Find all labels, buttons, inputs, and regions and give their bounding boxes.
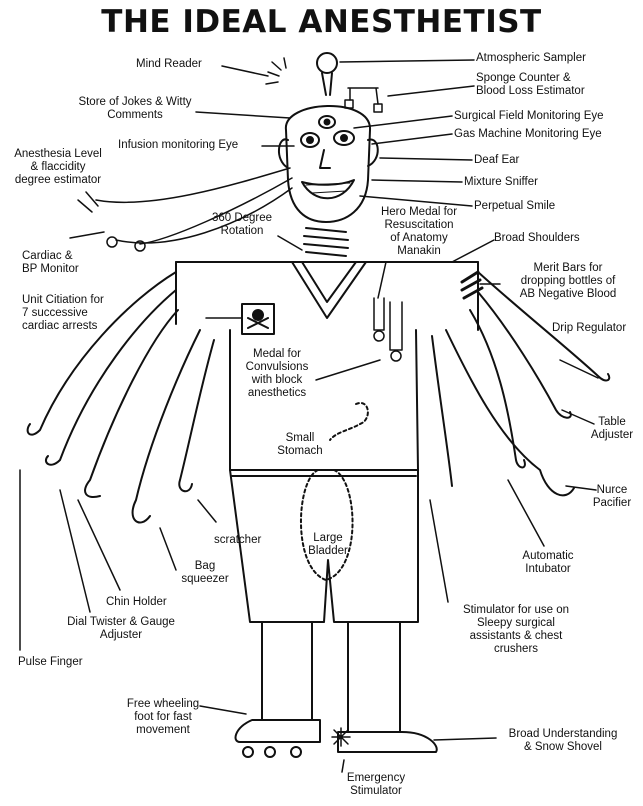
label-free-wheeling: Free wheeling foot for fast movement <box>118 698 208 737</box>
label-jokes: Store of Jokes & Witty Comments <box>62 96 208 122</box>
label-broad-understanding: Broad Understanding & Snow Shovel <box>494 728 632 754</box>
label-scratcher: scratcher <box>214 534 261 547</box>
label-cardiac-monitor: Cardiac & BP Monitor <box>22 250 79 276</box>
neck-spring <box>304 228 348 256</box>
medals <box>374 298 402 361</box>
label-hero-medal: Hero Medal for Resuscitation of Anatomy … <box>364 206 474 258</box>
label-surgical-eye: Surgical Field Monitoring Eye <box>454 110 604 123</box>
label-automatic-intubator: Automatic Intubator <box>510 550 586 576</box>
label-merit-bars: Merit Bars for dropping bottles of AB Ne… <box>498 262 638 301</box>
citation-badge <box>242 304 274 334</box>
label-large-bladder: Large Bladder <box>298 532 358 558</box>
mind-reader-sparks <box>266 58 286 84</box>
label-bag-squeezer: Bag squeezer <box>172 560 238 586</box>
label-pulse-finger: Pulse Finger <box>18 656 83 669</box>
bladder-outline <box>301 470 353 580</box>
stomach-outline <box>330 403 368 440</box>
label-rotation: 360 Degree Rotation <box>200 212 284 238</box>
antenna <box>317 53 337 95</box>
label-dial-twister: Dial Twister & Gauge Adjuster <box>50 616 192 642</box>
label-gas-eye: Gas Machine Monitoring Eye <box>454 128 602 141</box>
label-broad-shoulders: Broad Shoulders <box>494 232 580 245</box>
label-emergency-stimulator: Emergency Stimulator <box>334 772 418 798</box>
label-mind-reader: Mind Reader <box>136 58 202 71</box>
label-sponge-counter: Sponge Counter & Blood Loss Estimator <box>476 72 585 98</box>
label-deaf-ear: Deaf Ear <box>474 154 519 167</box>
label-nurse-pacifier: Nurce Pacifier <box>584 484 640 510</box>
diagram-title: THE IDEAL ANESTHETIST <box>0 4 643 40</box>
label-mixture-sniffer: Mixture Sniffer <box>464 176 538 189</box>
label-stimulator: Stimulator for use on Sleepy surgical as… <box>442 604 590 656</box>
label-anesthesia-level: Anesthesia Level & flaccidity degree est… <box>4 148 112 187</box>
label-table-adjuster: Table Adjuster <box>584 416 640 442</box>
label-unit-citation: Unit Citiation for 7 successive cardiac … <box>22 294 104 333</box>
label-convulsion-medal: Medal for Convulsions with block anesthe… <box>234 348 320 400</box>
label-drip-regulator: Drip Regulator <box>552 322 626 335</box>
label-small-stomach: Small Stomach <box>272 432 328 458</box>
right-arms <box>432 272 609 495</box>
label-atmospheric-sampler: Atmospheric Sampler <box>476 52 586 65</box>
label-infusion-eye: Infusion monitoring Eye <box>118 139 238 152</box>
stimulator-spark <box>332 728 350 746</box>
label-chin-holder: Chin Holder <box>106 596 167 609</box>
head <box>279 106 378 222</box>
label-perpetual-smile: Perpetual Smile <box>474 200 555 213</box>
